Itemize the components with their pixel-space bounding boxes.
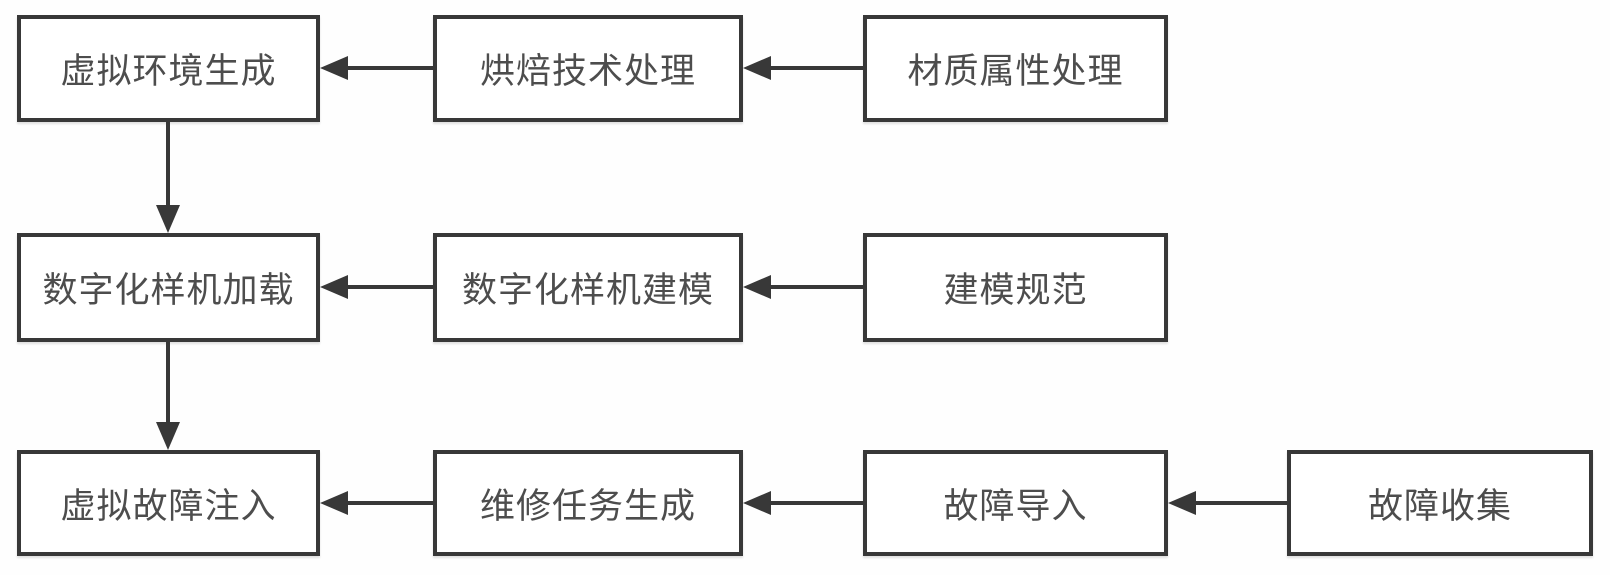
arrowhead-down-icon [156,205,180,233]
node-modeling-specification: 建模规范 [863,233,1168,342]
node-label-virtual-fault-injection: 虚拟故障注入 [60,486,277,526]
arrow-fault-import-to-task-generation [743,491,863,515]
node-virtual-env-generation: 虚拟环境生成 [17,15,320,122]
arrow-spec-to-prototype-modeling [743,275,863,299]
arrowhead-left-icon [743,56,771,80]
arrowhead-left-icon [743,275,771,299]
node-label-virtual-env-generation: 虚拟环境生成 [60,52,277,91]
arrow-shaft [765,501,863,505]
arrow-prototype-loading-to-fault-injection [156,342,180,450]
arrowhead-left-icon [320,491,348,515]
node-digital-prototype-loading: 数字化样机加载 [17,233,320,342]
node-fault-import: 故障导入 [863,450,1168,556]
node-label-material-attr-processing: 材质属性处理 [907,52,1124,91]
arrow-shaft [1190,501,1287,505]
node-label-modeling-specification: 建模规范 [943,271,1088,310]
arrow-shaft [166,122,170,211]
arrow-virtual-env-to-prototype-loading [156,122,180,233]
arrowhead-left-icon [1168,491,1196,515]
arrow-shaft [166,342,170,428]
arrowhead-left-icon [320,56,348,80]
node-label-digital-prototype-loading: 数字化样机加载 [42,271,295,310]
node-label-digital-prototype-modeling: 数字化样机建模 [461,271,714,310]
node-fault-collection: 故障收集 [1287,450,1593,556]
node-label-fault-collection: 故障收集 [1367,486,1512,526]
node-material-attr-processing: 材质属性处理 [863,15,1168,122]
node-virtual-fault-injection: 虚拟故障注入 [17,450,320,556]
arrow-shaft [765,285,863,289]
arrow-shaft [342,66,433,70]
arrowhead-left-icon [743,491,771,515]
arrowhead-down-icon [156,422,180,450]
arrow-material-to-baking [743,56,863,80]
node-label-fault-import: 故障导入 [943,486,1088,526]
node-digital-prototype-modeling: 数字化样机建模 [433,233,743,342]
arrow-shaft [342,501,433,505]
node-label-maintenance-task-generation: 维修任务生成 [479,486,696,526]
arrow-task-generation-to-fault-injection [320,491,433,515]
arrow-shaft [342,285,433,289]
node-label-baking-tech-processing: 烘焙技术处理 [479,52,696,91]
arrowhead-left-icon [320,275,348,299]
arrow-prototype-modeling-to-loading [320,275,433,299]
node-maintenance-task-generation: 维修任务生成 [433,450,743,556]
node-baking-tech-processing: 烘焙技术处理 [433,15,743,122]
arrow-shaft [765,66,863,70]
arrow-baking-to-virtual-env [320,56,433,80]
arrow-fault-collection-to-import [1168,491,1287,515]
